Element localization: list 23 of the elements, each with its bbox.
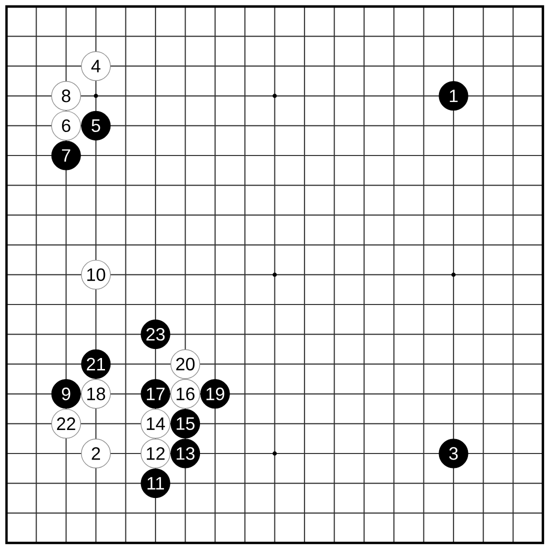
go-stone: 16 bbox=[170, 379, 200, 409]
go-stone: 23 bbox=[140, 320, 170, 350]
go-stone: 22 bbox=[51, 408, 81, 439]
go-stone: 8 bbox=[51, 81, 81, 111]
go-stone: 17 bbox=[140, 379, 170, 409]
go-stone: 21 bbox=[81, 349, 111, 379]
go-stone: 1 bbox=[438, 81, 468, 111]
go-stone: 15 bbox=[170, 408, 200, 438]
go-stone: 2 bbox=[81, 438, 111, 468]
go-stone: 6 bbox=[51, 110, 81, 141]
go-stone: 14 bbox=[140, 408, 170, 439]
go-stone: 10 bbox=[81, 260, 111, 290]
go-stone: 5 bbox=[81, 110, 111, 140]
go-stone: 12 bbox=[140, 438, 170, 468]
go-stone: 19 bbox=[200, 379, 230, 409]
go-stone: 7 bbox=[51, 140, 81, 170]
go-stone: 3 bbox=[438, 438, 468, 468]
go-stone: 11 bbox=[140, 468, 170, 498]
go-stone: 9 bbox=[51, 379, 81, 409]
go-stone: 18 bbox=[81, 379, 111, 409]
go-stone: 20 bbox=[170, 349, 200, 379]
go-stone: 13 bbox=[170, 438, 200, 468]
go-stone: 4 bbox=[81, 51, 111, 81]
